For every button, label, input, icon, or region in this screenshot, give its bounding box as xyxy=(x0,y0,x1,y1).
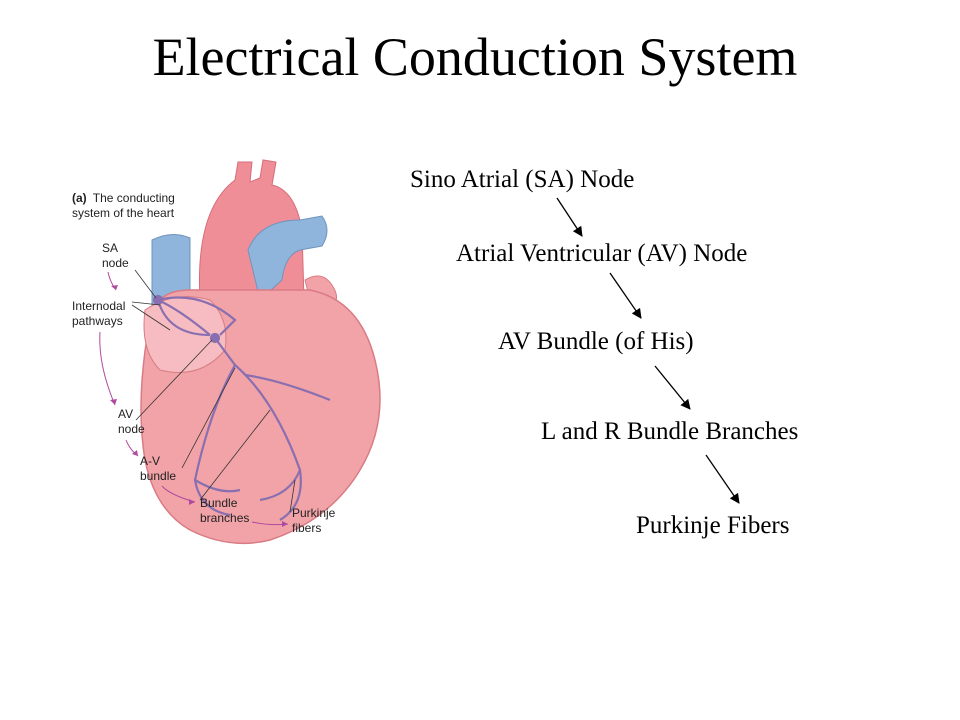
step-purkinje-fibers: Purkinje Fibers xyxy=(636,512,790,539)
heart-conduction-figure: (a) The conducting system of the heart S… xyxy=(72,159,381,545)
flow-arrow-4 xyxy=(705,454,740,504)
sequence-pointer-arrows xyxy=(99,271,289,526)
label-internodal-2: pathways xyxy=(72,314,123,328)
step-bundle-branches: L and R Bundle Branches xyxy=(541,418,799,445)
label-purkinje-2: fibers xyxy=(292,521,321,535)
sequence-pointer-heads xyxy=(110,285,288,527)
step-sa-node: Sino Atrial (SA) Node xyxy=(410,166,635,193)
label-avb-1: A-V xyxy=(140,454,160,468)
slide-title: Electrical Conduction System xyxy=(152,27,798,87)
pulmonary-artery xyxy=(247,215,328,301)
label-sa-2: node xyxy=(102,256,129,270)
figure-caption-line1: The conducting xyxy=(93,191,175,205)
leader-lines xyxy=(131,269,296,513)
conduction-pathways xyxy=(152,294,331,521)
label-av-1: AV xyxy=(118,407,133,421)
svg-text:(a) The conducting: (a) The conducting xyxy=(72,191,175,205)
flow-arrow-3 xyxy=(654,365,691,410)
step-av-bundle: AV Bundle (of His) xyxy=(498,328,694,355)
label-purkinje-1: Purkinje xyxy=(292,506,336,520)
flow-arrow-1 xyxy=(556,197,583,237)
label-internodal-1: Internodal xyxy=(72,299,125,313)
label-avb-2: bundle xyxy=(140,469,176,483)
step-av-node: Atrial Ventricular (AV) Node xyxy=(456,240,748,267)
label-bundle-1: Bundle xyxy=(200,496,238,510)
label-av-2: node xyxy=(118,422,145,436)
figure-caption-line2: system of the heart xyxy=(72,206,175,220)
flow-arrow-2 xyxy=(609,272,642,319)
figure-caption-letter: (a) xyxy=(72,191,87,205)
label-bundle-2: branches xyxy=(200,511,249,525)
label-sa-1: SA xyxy=(102,241,118,255)
